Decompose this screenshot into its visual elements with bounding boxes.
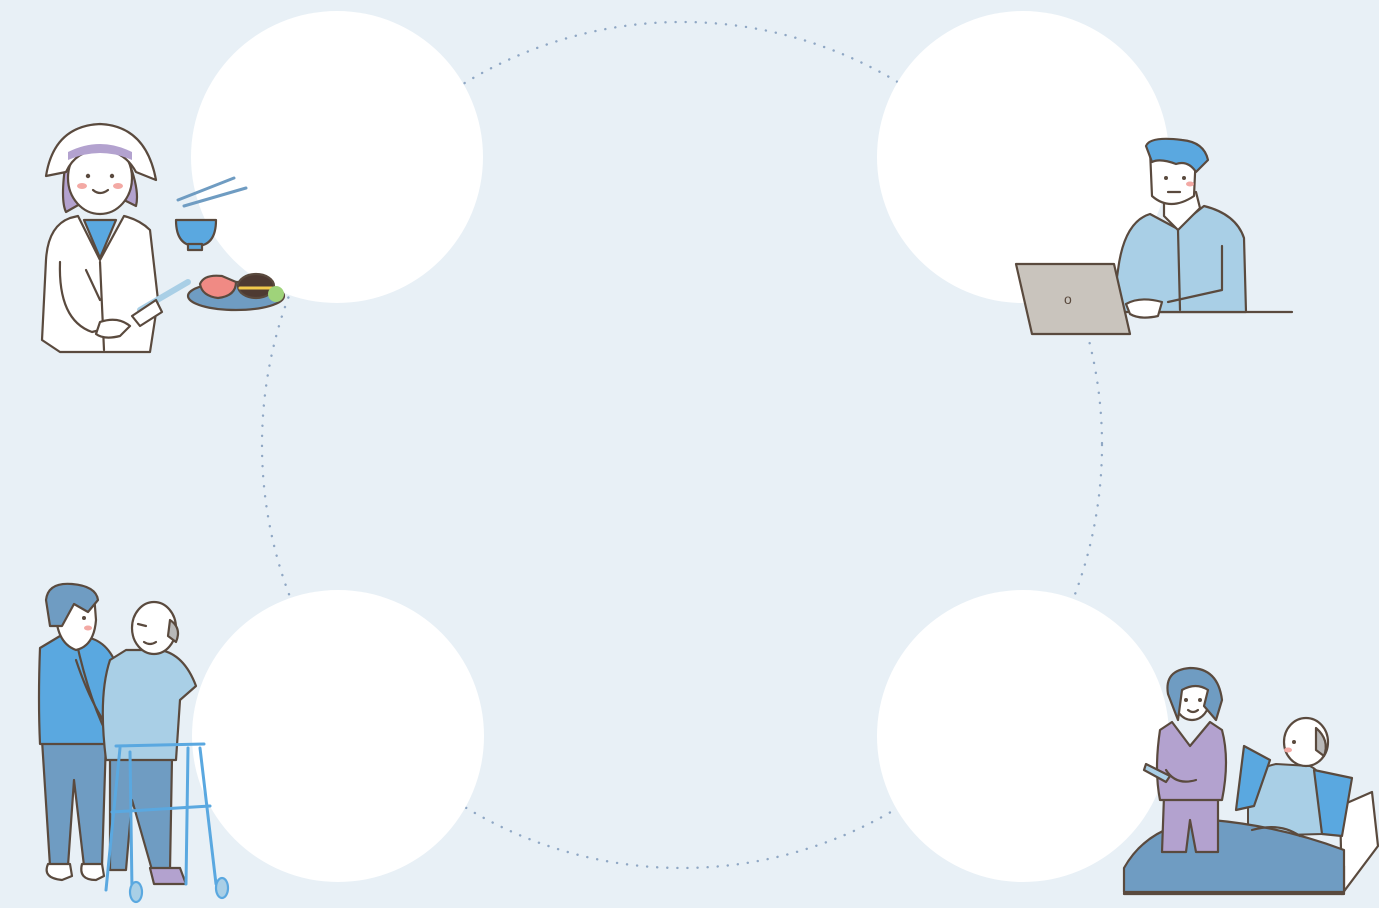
circle-bottom-right	[877, 590, 1169, 882]
svg-text:o: o	[1064, 291, 1072, 307]
circle-top-left	[191, 11, 483, 303]
circle-bottom-left	[192, 590, 484, 882]
caregiver-walker-illustration	[39, 584, 228, 902]
